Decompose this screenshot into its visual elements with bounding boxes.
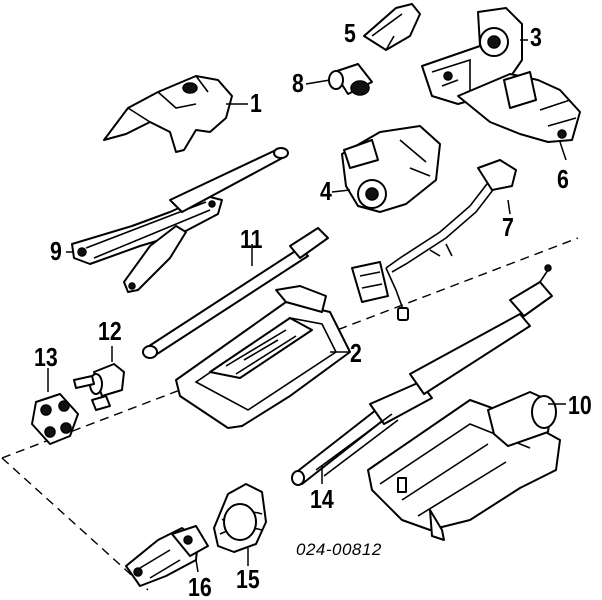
callout-13: 13 (34, 342, 58, 372)
callout-4: 4 (320, 176, 332, 206)
part-4-ignition-housing (331, 125, 441, 213)
part-2-lower-shroud (175, 285, 351, 429)
callout-12: 12 (98, 316, 122, 346)
column-jacket-tube (169, 147, 289, 213)
callout-7: 7 (502, 212, 514, 242)
part-7-wiring-harness (351, 159, 517, 321)
callout-15: 15 (236, 564, 260, 594)
callout-9: 9 (50, 236, 62, 266)
part-6-switch-bracket (457, 71, 581, 161)
callout-2: 2 (350, 338, 362, 368)
callout-11: 11 (240, 224, 263, 254)
part-15-boot-seal (213, 483, 267, 566)
part-1-upper-shroud (103, 75, 248, 153)
part-13-flex-coupling (31, 368, 79, 445)
callout-3: 3 (530, 22, 542, 52)
diagram-code-label: 024-00812 (296, 540, 382, 559)
callout-14: 14 (310, 484, 334, 514)
callout-6: 6 (557, 164, 569, 194)
part-11-intermediate-shaft (142, 227, 329, 359)
callout-8: 8 (292, 68, 304, 98)
part-9-tilt-lever (66, 195, 223, 293)
callout-5: 5 (344, 18, 356, 48)
callout-1: 1 (250, 88, 262, 118)
callout-16: 16 (188, 572, 212, 600)
part-14-lower-shaft (291, 264, 553, 486)
part-8-lock-cylinder (305, 63, 373, 96)
callout-10: 10 (568, 390, 592, 420)
part-5-cover (363, 3, 421, 51)
part-16-universal-joint (125, 525, 209, 587)
part-10-support-bracket (367, 391, 566, 541)
part-12-coupler (73, 346, 125, 411)
